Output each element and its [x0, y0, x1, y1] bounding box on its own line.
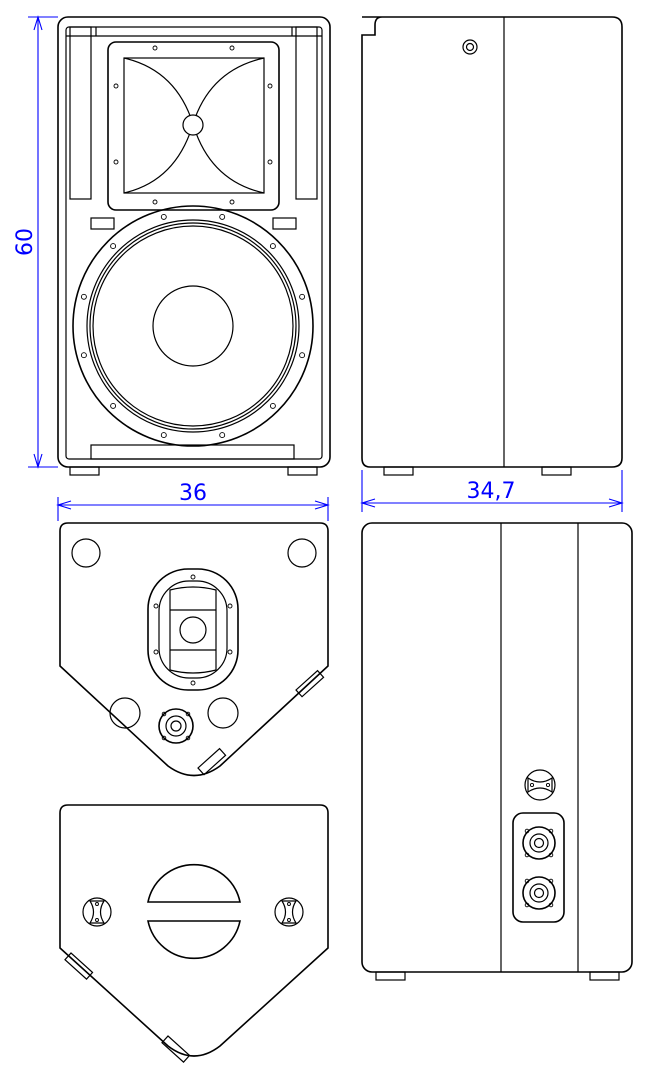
bottom-view	[59, 804, 329, 1063]
left-fly-point	[82, 897, 112, 927]
handle-upper	[147, 863, 241, 903]
depth-dimension-label: 34,7	[467, 479, 516, 504]
rear-view	[361, 522, 633, 981]
woofer-hole	[299, 352, 306, 359]
woofer-hole	[110, 402, 117, 409]
speakon-input	[522, 826, 556, 860]
top-view	[59, 522, 329, 777]
woofer-frame	[72, 205, 314, 447]
front-view	[57, 16, 331, 476]
horn-flange	[107, 41, 280, 211]
top-speakon-connector	[158, 708, 194, 744]
rear-cabinet-outline	[361, 522, 633, 973]
woofer-hole	[219, 213, 226, 220]
right-fly-point	[274, 897, 304, 927]
right-port-slot	[295, 26, 318, 200]
front-cabinet-outline	[57, 16, 331, 468]
rear-fly-point	[524, 769, 556, 801]
pole-mount-socket	[462, 39, 478, 55]
left-port-slot	[69, 26, 92, 200]
woofer	[72, 205, 314, 447]
handle-lower	[147, 920, 241, 960]
front-left-foot	[69, 466, 100, 476]
woofer-hole	[160, 213, 167, 220]
bottom-cabinet-outline	[59, 804, 329, 1057]
dust-cap	[152, 285, 234, 367]
woofer-hole	[110, 243, 117, 250]
height-dimension-label: 60	[13, 228, 38, 256]
side-view	[361, 16, 623, 476]
woofer-hole	[299, 293, 306, 300]
woofer-hole	[80, 293, 87, 300]
woofer-hole	[219, 432, 226, 439]
speakon-link	[522, 876, 556, 910]
woofer-hole	[269, 243, 276, 250]
front-baffle	[65, 26, 323, 460]
width-dimension-label: 36	[179, 481, 207, 506]
width-dimension: 36	[56, 481, 330, 521]
horn-throat	[182, 114, 204, 136]
top-cabinet-outline	[59, 522, 329, 777]
front-right-foot	[287, 466, 318, 476]
height-dimension: 60	[13, 15, 58, 469]
side-cabinet-outline	[361, 16, 623, 468]
connector-plate	[512, 812, 565, 923]
woofer-hole	[80, 352, 87, 359]
depth-dimension: 34,7	[360, 470, 624, 512]
woofer-hole	[269, 402, 276, 409]
horn-tweeter	[107, 41, 280, 211]
horn-mouth	[123, 57, 265, 194]
woofer-mounting-holes	[80, 213, 306, 439]
woofer-hole	[160, 432, 167, 439]
top-pole-mount	[147, 568, 239, 691]
